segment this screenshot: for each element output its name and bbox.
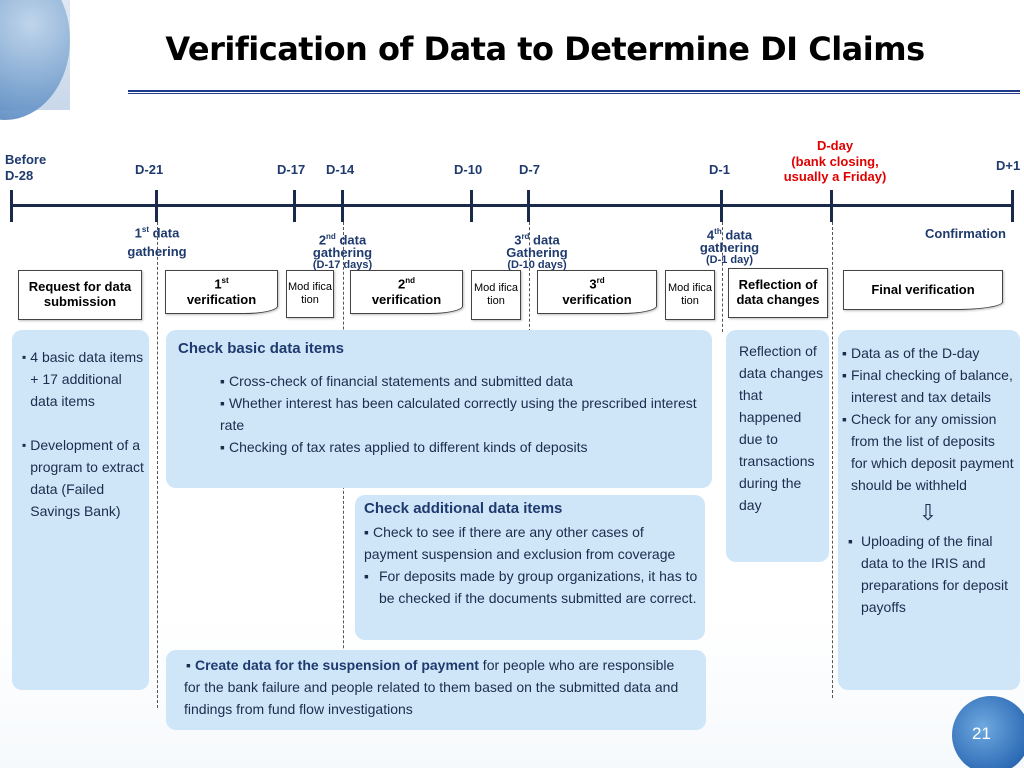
gathering-3: 3rd data Gathering (D-10 days) xyxy=(506,232,568,272)
page-title: Verification of Data to Determine DI Cla… xyxy=(165,30,925,68)
reflection-text: Reflection of data changes that happened… xyxy=(739,343,824,513)
tick-d7 xyxy=(527,190,530,222)
basic-item: Checking of tax rates applied to differe… xyxy=(220,436,700,458)
left-item-data: 4 basic data items + 17 additional data … xyxy=(22,346,145,412)
gathering-2: 2nd data gathering (D-17 days) xyxy=(312,232,373,272)
page-number: 21 xyxy=(972,724,991,743)
label-d21: D-21 xyxy=(135,162,164,177)
label-dday: D-day(bank closing,usually a Friday) xyxy=(783,138,887,185)
tick-d1 xyxy=(720,190,723,222)
additional-box-heading: Check additional data items xyxy=(364,500,563,517)
label-d10: D-10 xyxy=(454,162,483,177)
check-basic-data-box: Check basic data items Cross-check of fi… xyxy=(166,330,712,488)
left-info-box: 4 basic data items + 17 additional data … xyxy=(12,330,149,690)
check-additional-data-box: Check additional data items Check to see… xyxy=(355,495,705,640)
label-dplus1: D+1 xyxy=(996,158,1021,173)
additional-item: For deposits made by group organizations… xyxy=(364,565,699,609)
tick-dday xyxy=(830,190,833,222)
tick-dplus1 xyxy=(1011,190,1014,222)
stage-modification-2: Mod ifica tion xyxy=(471,270,521,320)
final-item: Data as of the D-day xyxy=(842,342,1014,364)
timeline-axis xyxy=(10,204,1014,207)
basic-box-heading: Check basic data items xyxy=(178,340,344,357)
basic-box-list: Cross-check of financial statements and … xyxy=(178,370,700,458)
dashed-line-d1 xyxy=(722,222,723,332)
reflection-info-box: Reflection of data changes that happened… xyxy=(726,330,829,562)
gathering-4: 4th data gathering (D-1 day) xyxy=(699,227,760,267)
dashed-line-d21 xyxy=(157,222,158,708)
down-arrow-icon: ⇩ xyxy=(918,500,938,525)
label-d7: D-7 xyxy=(519,162,540,177)
label-confirmation: Confirmation xyxy=(925,226,1006,241)
tick-d21 xyxy=(155,190,158,222)
stage-reflection-of-data-changes: Reflection of data changes xyxy=(728,268,828,318)
tick-d10 xyxy=(470,190,473,222)
label-d14: D-14 xyxy=(326,162,355,177)
stage-final-verification: Final verification xyxy=(843,270,1003,310)
title-underline xyxy=(128,90,1020,94)
label-d1: D-1 xyxy=(709,162,730,177)
tick-d14 xyxy=(341,190,344,222)
tick-d17 xyxy=(293,190,296,222)
dashed-line-dday xyxy=(832,222,833,698)
suspension-data-box: Create data for the suspension of paymen… xyxy=(166,650,706,730)
left-item-program: Development of a program to extract data… xyxy=(22,434,145,522)
stage-modification-1: Mod ifica tion xyxy=(286,270,334,318)
final-verification-box: Data as of the D-day Final checking of b… xyxy=(838,330,1020,690)
tick-before xyxy=(10,190,13,222)
stage-request-data-submission: Request for data submission xyxy=(18,270,142,320)
basic-item: Cross-check of financial statements and … xyxy=(220,370,700,392)
dashed-line-d7 xyxy=(529,222,530,332)
final-upload-item: Uploading of the final data to the IRIS … xyxy=(842,530,1014,618)
gathering-1: 1st data gathering xyxy=(127,225,187,259)
page-number-badge xyxy=(952,696,1024,768)
label-d17: D-17 xyxy=(277,162,306,177)
final-item: Final checking of balance, interest and … xyxy=(842,364,1014,408)
stage-modification-3: Mod ifica tion xyxy=(665,270,715,320)
additional-item: Check to see if there are any other case… xyxy=(364,521,699,565)
basic-item: Whether interest has been calculated cor… xyxy=(220,392,700,436)
final-item: Check for any omission from the list of … xyxy=(842,408,1014,496)
